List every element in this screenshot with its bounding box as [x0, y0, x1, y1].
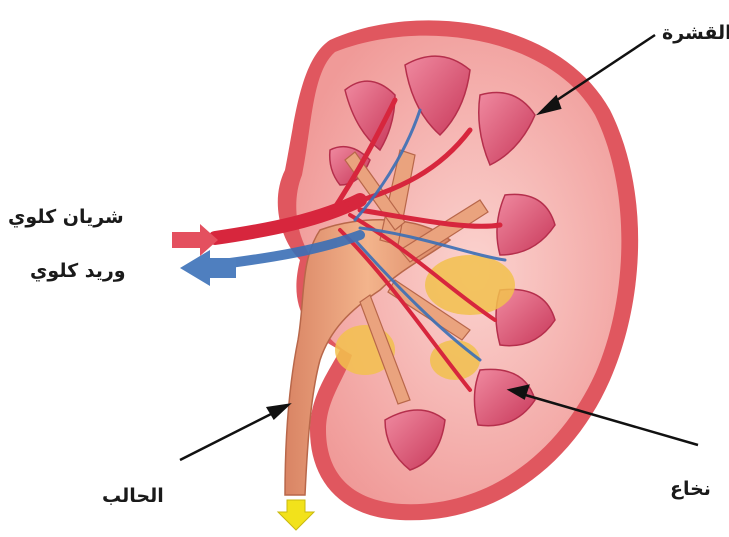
artery-inflow-arrow — [172, 224, 218, 256]
renal-artery-label: شريان كلوي — [8, 206, 124, 228]
vein-outflow-arrow — [180, 250, 236, 286]
ureter-label: الحالب — [102, 485, 164, 507]
cortex-label: القشرة — [662, 22, 729, 44]
renal-vein-label: وريد كلوي — [30, 260, 126, 282]
ureter-flow-arrow — [278, 500, 314, 530]
medulla-label: نخاع — [670, 478, 711, 500]
